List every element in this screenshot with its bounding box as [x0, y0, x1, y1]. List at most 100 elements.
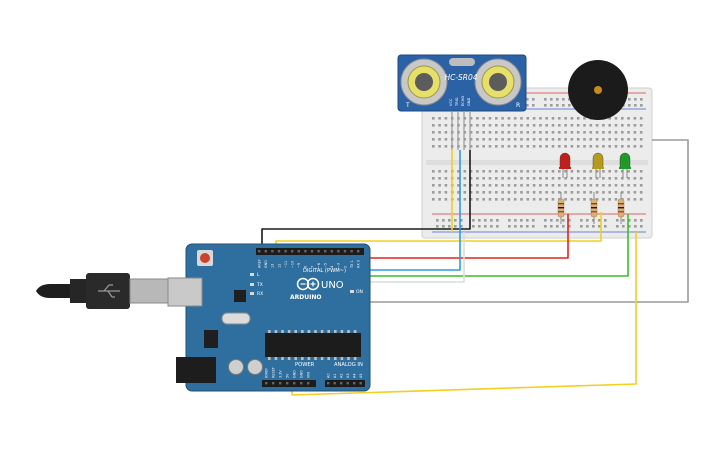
breadboard-hole[interactable] [550, 98, 553, 101]
header-pin[interactable] [264, 250, 267, 253]
breadboard-hole[interactable] [469, 131, 473, 134]
breadboard-hole[interactable] [507, 145, 511, 148]
header-pin[interactable] [330, 250, 333, 253]
breadboard-hole[interactable] [501, 131, 504, 134]
breadboard-hole[interactable] [438, 131, 441, 134]
breadboard-hole[interactable] [545, 124, 548, 127]
breadboard-hole[interactable] [482, 184, 485, 187]
breadboard-hole[interactable] [444, 170, 448, 173]
breadboard-hole[interactable] [526, 191, 530, 194]
breadboard-hole[interactable] [508, 225, 511, 228]
breadboard-hole[interactable] [614, 145, 618, 148]
breadboard-hole[interactable] [589, 131, 593, 134]
breadboard-hole[interactable] [627, 198, 630, 201]
breadboard-hole[interactable] [595, 138, 599, 141]
breadboard-hole[interactable] [520, 170, 523, 173]
breadboard-hole[interactable] [562, 98, 565, 101]
breadboard-hole[interactable] [520, 177, 523, 180]
breadboard-hole[interactable] [551, 117, 555, 120]
breadboard-hole[interactable] [532, 124, 536, 127]
breadboard-hole[interactable] [432, 170, 435, 173]
breadboard-hole[interactable] [482, 177, 485, 180]
breadboard-hole[interactable] [448, 219, 451, 222]
breadboard-hole[interactable] [488, 124, 492, 127]
breadboard-hole[interactable] [438, 138, 441, 141]
breadboard-hole[interactable] [558, 145, 561, 148]
breadboard-hole[interactable] [526, 184, 530, 187]
breadboard-hole[interactable] [495, 184, 498, 187]
breadboard-hole[interactable] [513, 131, 517, 134]
breadboard-hole[interactable] [583, 124, 586, 127]
breadboard-hole[interactable] [495, 191, 498, 194]
breadboard-hole[interactable] [526, 117, 530, 120]
breadboard-hole[interactable] [602, 198, 605, 201]
breadboard-hole[interactable] [495, 170, 498, 173]
breadboard-hole[interactable] [520, 225, 523, 228]
breadboard-hole[interactable] [501, 177, 504, 180]
header-pin[interactable] [317, 250, 320, 253]
breadboard-hole[interactable] [469, 145, 473, 148]
breadboard-hole[interactable] [580, 219, 583, 222]
header-pin[interactable] [286, 382, 289, 385]
breadboard-hole[interactable] [532, 191, 536, 194]
breadboard-hole[interactable] [532, 219, 535, 222]
breadboard-hole[interactable] [514, 225, 517, 228]
header-pin[interactable] [343, 250, 347, 253]
breadboard-hole[interactable] [478, 219, 481, 222]
breadboard-hole[interactable] [448, 225, 451, 228]
breadboard-hole[interactable] [457, 198, 460, 201]
breadboard-hole[interactable] [564, 191, 567, 194]
breadboard-hole[interactable] [454, 219, 457, 222]
breadboard-hole[interactable] [539, 177, 542, 180]
breadboard-hole[interactable] [444, 131, 448, 134]
breadboard-hole[interactable] [436, 219, 439, 222]
breadboard-hole[interactable] [545, 184, 548, 187]
breadboard-hole[interactable] [602, 177, 605, 180]
breadboard-hole[interactable] [539, 131, 542, 134]
breadboard-hole[interactable] [621, 124, 624, 127]
breadboard-hole[interactable] [628, 225, 631, 228]
breadboard-hole[interactable] [544, 225, 547, 228]
breadboard-hole[interactable] [621, 184, 624, 187]
breadboard-hole[interactable] [608, 184, 611, 187]
breadboard-hole[interactable] [639, 145, 643, 148]
breadboard-hole[interactable] [621, 138, 624, 141]
breadboard-hole[interactable] [472, 219, 475, 222]
breadboard-hole[interactable] [595, 198, 599, 201]
breadboard-hole[interactable] [628, 219, 631, 222]
breadboard-hole[interactable] [532, 131, 536, 134]
breadboard-hole[interactable] [507, 191, 511, 194]
breadboard-hole[interactable] [532, 184, 536, 187]
breadboard-hole[interactable] [545, 170, 548, 173]
breadboard-hole[interactable] [436, 225, 439, 228]
breadboard-hole[interactable] [507, 131, 511, 134]
breadboard-hole[interactable] [513, 191, 517, 194]
breadboard-hole[interactable] [526, 138, 530, 141]
breadboard-hole[interactable] [463, 138, 467, 141]
breadboard-hole[interactable] [532, 117, 536, 120]
breadboard-hole[interactable] [583, 145, 586, 148]
breadboard-hole[interactable] [576, 184, 580, 187]
breadboard-hole[interactable] [568, 98, 571, 101]
breadboard-hole[interactable] [583, 131, 586, 134]
breadboard-hole[interactable] [633, 198, 637, 201]
breadboard-hole[interactable] [639, 177, 643, 180]
breadboard-hole[interactable] [639, 138, 643, 141]
breadboard-hole[interactable] [634, 104, 637, 107]
breadboard-hole[interactable] [614, 191, 618, 194]
breadboard-hole[interactable] [602, 145, 605, 148]
breadboard-hole[interactable] [614, 177, 618, 180]
breadboard-hole[interactable] [520, 131, 523, 134]
breadboard-hole[interactable] [513, 177, 517, 180]
breadboard-hole[interactable] [564, 131, 567, 134]
breadboard-hole[interactable] [507, 117, 511, 120]
breadboard-hole[interactable] [608, 191, 611, 194]
breadboard-hole[interactable] [639, 191, 643, 194]
breadboard-hole[interactable] [520, 191, 523, 194]
breadboard-hole[interactable] [463, 177, 467, 180]
breadboard-hole[interactable] [495, 138, 498, 141]
breadboard-hole[interactable] [558, 117, 561, 120]
breadboard-hole[interactable] [495, 145, 498, 148]
breadboard-hole[interactable] [432, 191, 435, 194]
breadboard-hole[interactable] [614, 131, 618, 134]
